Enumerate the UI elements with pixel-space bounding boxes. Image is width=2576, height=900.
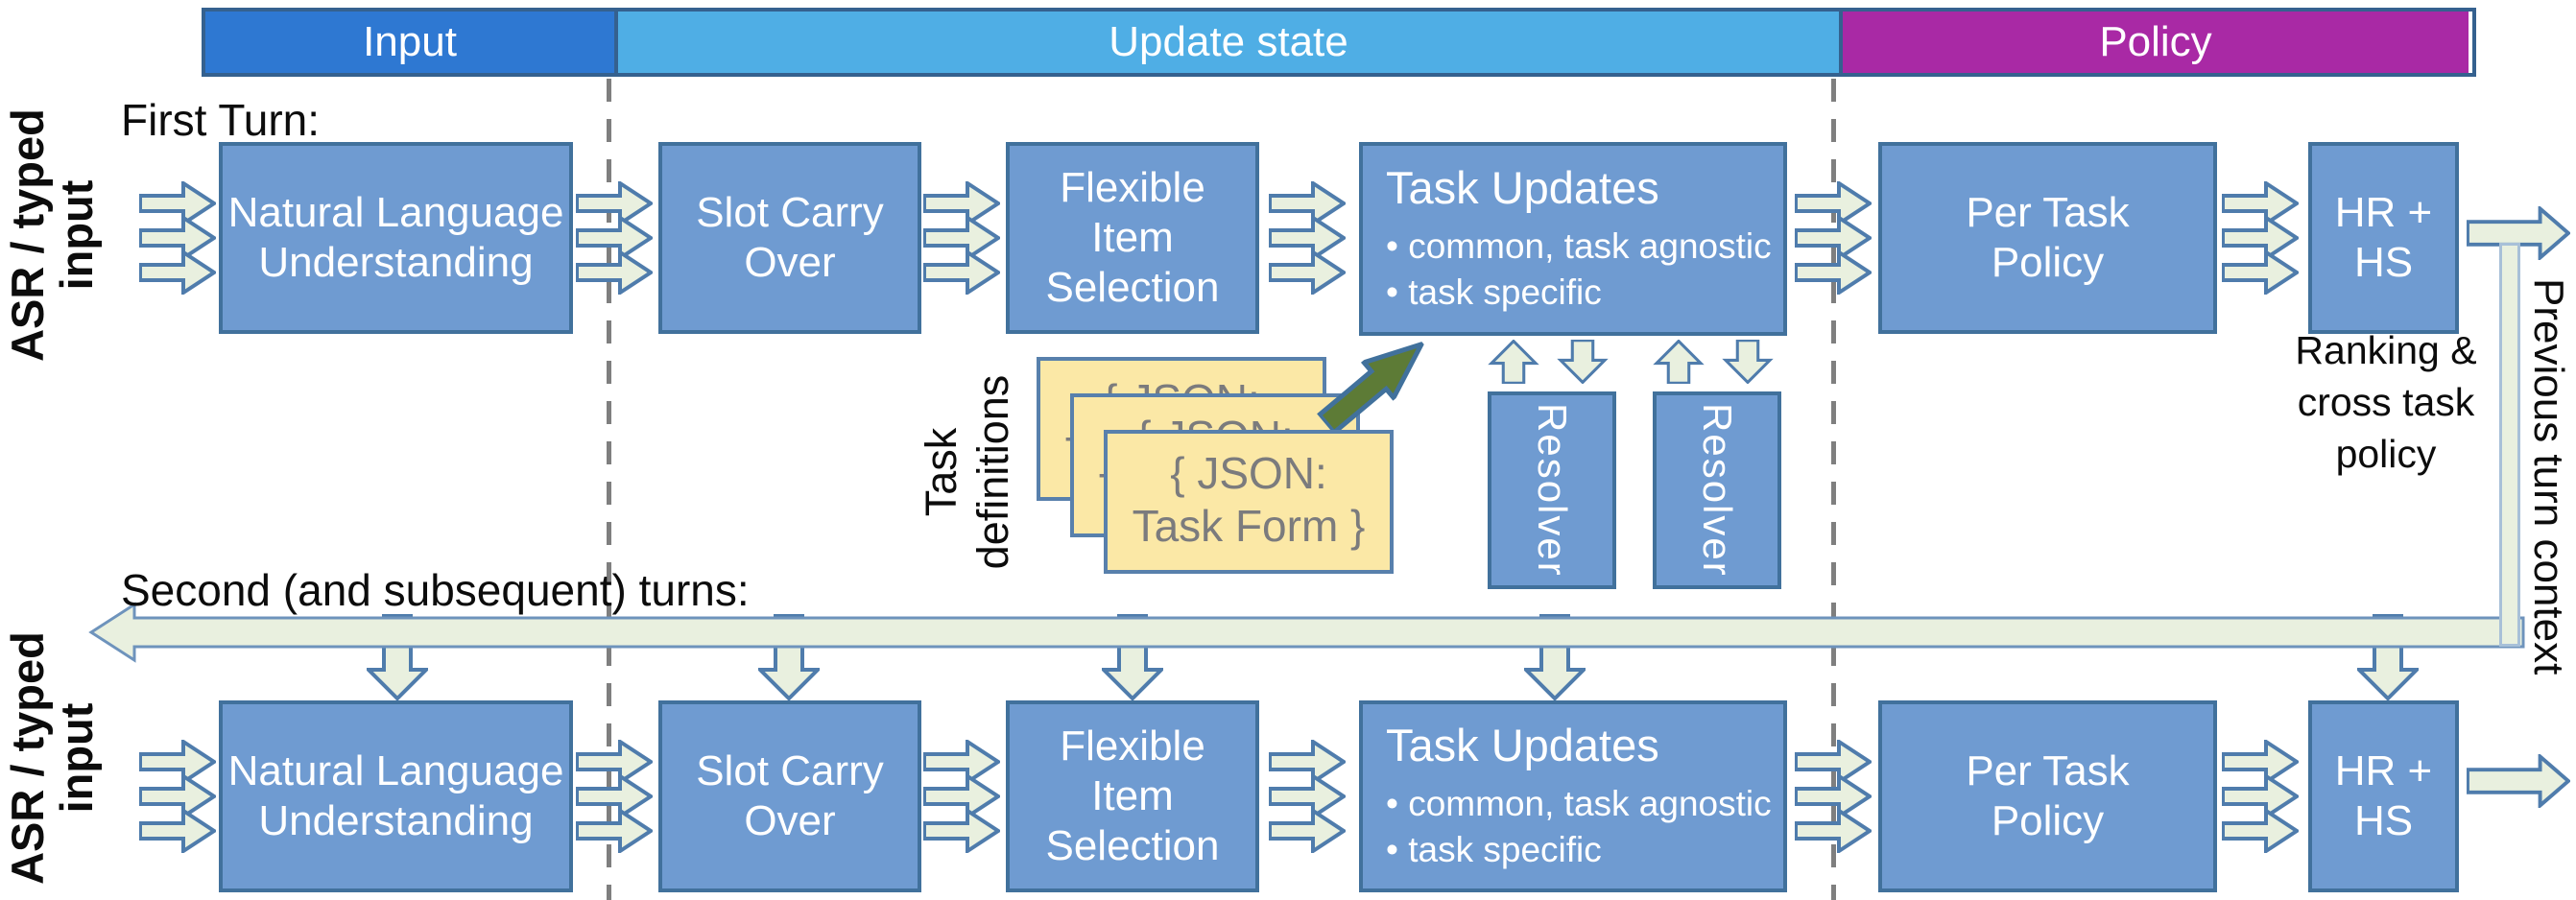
stage-divider-left (607, 79, 611, 900)
box-task-updates-first: Task Updates • common, task agnostic • t… (1359, 142, 1787, 336)
flow-arrows-ptp-to-hrhs-first (2222, 181, 2299, 295)
flow-arrows-tu-to-ptp-first (1795, 181, 1872, 295)
resolver-box-2: Resolver (1653, 391, 1781, 589)
previous-turn-context-label: Previous turn context (2525, 278, 2572, 675)
resolver2-down-arrow-icon (1720, 340, 1776, 384)
box-per-task-policy-first: Per Task Policy (1878, 142, 2217, 334)
box-slot-carry-over-second: Slot Carry Over (658, 700, 921, 892)
previous-turn-context-vertical-bar (2499, 243, 2520, 647)
header-update-state: Update state (614, 12, 1839, 73)
box-per-task-policy-second: Per Task Policy (1878, 700, 2217, 892)
box-nlu-first: Natural Language Understanding (219, 142, 573, 334)
box-flexible-item-selection-second: Flexible Item Selection (1006, 700, 1259, 892)
box-hr-hs-second: HR + HS (2308, 700, 2459, 892)
stage-divider-right (1831, 79, 1836, 900)
header-policy: Policy (1839, 12, 2469, 73)
resolver2-up-arrow-icon (1651, 340, 1706, 384)
pipeline-stage-header: Input Update state Policy (202, 8, 2476, 77)
task-definitions-label: Task definitions (917, 374, 1017, 570)
flow-arrows-tu-to-ptp-second (1795, 740, 1872, 853)
flow-arrows-nlu-to-sco-first (576, 181, 653, 295)
flow-arrows-fis-to-tu-first (1269, 181, 1346, 295)
box-hr-hs-first: HR + HS (2308, 142, 2459, 334)
resolver1-down-arrow-icon (1555, 340, 1610, 384)
flow-arrows-sco-to-fis-second (923, 740, 1000, 853)
previous-turn-feedback-bar (88, 602, 2525, 663)
json-task-form-card-front: { JSON: Task Form } (1104, 430, 1394, 574)
box-flexible-item-selection-first: Flexible Item Selection (1006, 142, 1259, 334)
flow-arrows-ptp-to-hrhs-second (2222, 740, 2299, 853)
flow-arrows-into-nlu-second (139, 740, 216, 853)
resolver-box-1: Resolver (1488, 391, 1616, 589)
flow-arrows-nlu-to-sco-second (576, 740, 653, 853)
ranking-cross-task-label: Ranking & cross task policy (2295, 328, 2477, 477)
flow-arrows-into-nlu-first (139, 181, 216, 295)
box-nlu-second: Natural Language Understanding (219, 700, 573, 892)
first-turn-label: First Turn: (121, 95, 321, 145)
box-task-updates-second: Task Updates • common, task agnostic • t… (1359, 700, 1787, 892)
resolver1-up-arrow-icon (1486, 340, 1541, 384)
task-definition-feed-arrow-icon (1315, 340, 1427, 437)
asr-input-label-first: ASR / typed input (2, 108, 102, 362)
header-input: Input (205, 12, 614, 73)
flow-arrows-sco-to-fis-first (923, 181, 1000, 295)
second-turn-label: Second (and subsequent) turns: (121, 565, 750, 615)
flow-arrows-fis-to-tu-second (1269, 740, 1346, 853)
asr-input-label-second: ASR / typed input (2, 631, 102, 885)
flow-arrow-hrhs-out-second (2467, 754, 2570, 808)
box-slot-carry-over-first: Slot Carry Over (658, 142, 921, 334)
